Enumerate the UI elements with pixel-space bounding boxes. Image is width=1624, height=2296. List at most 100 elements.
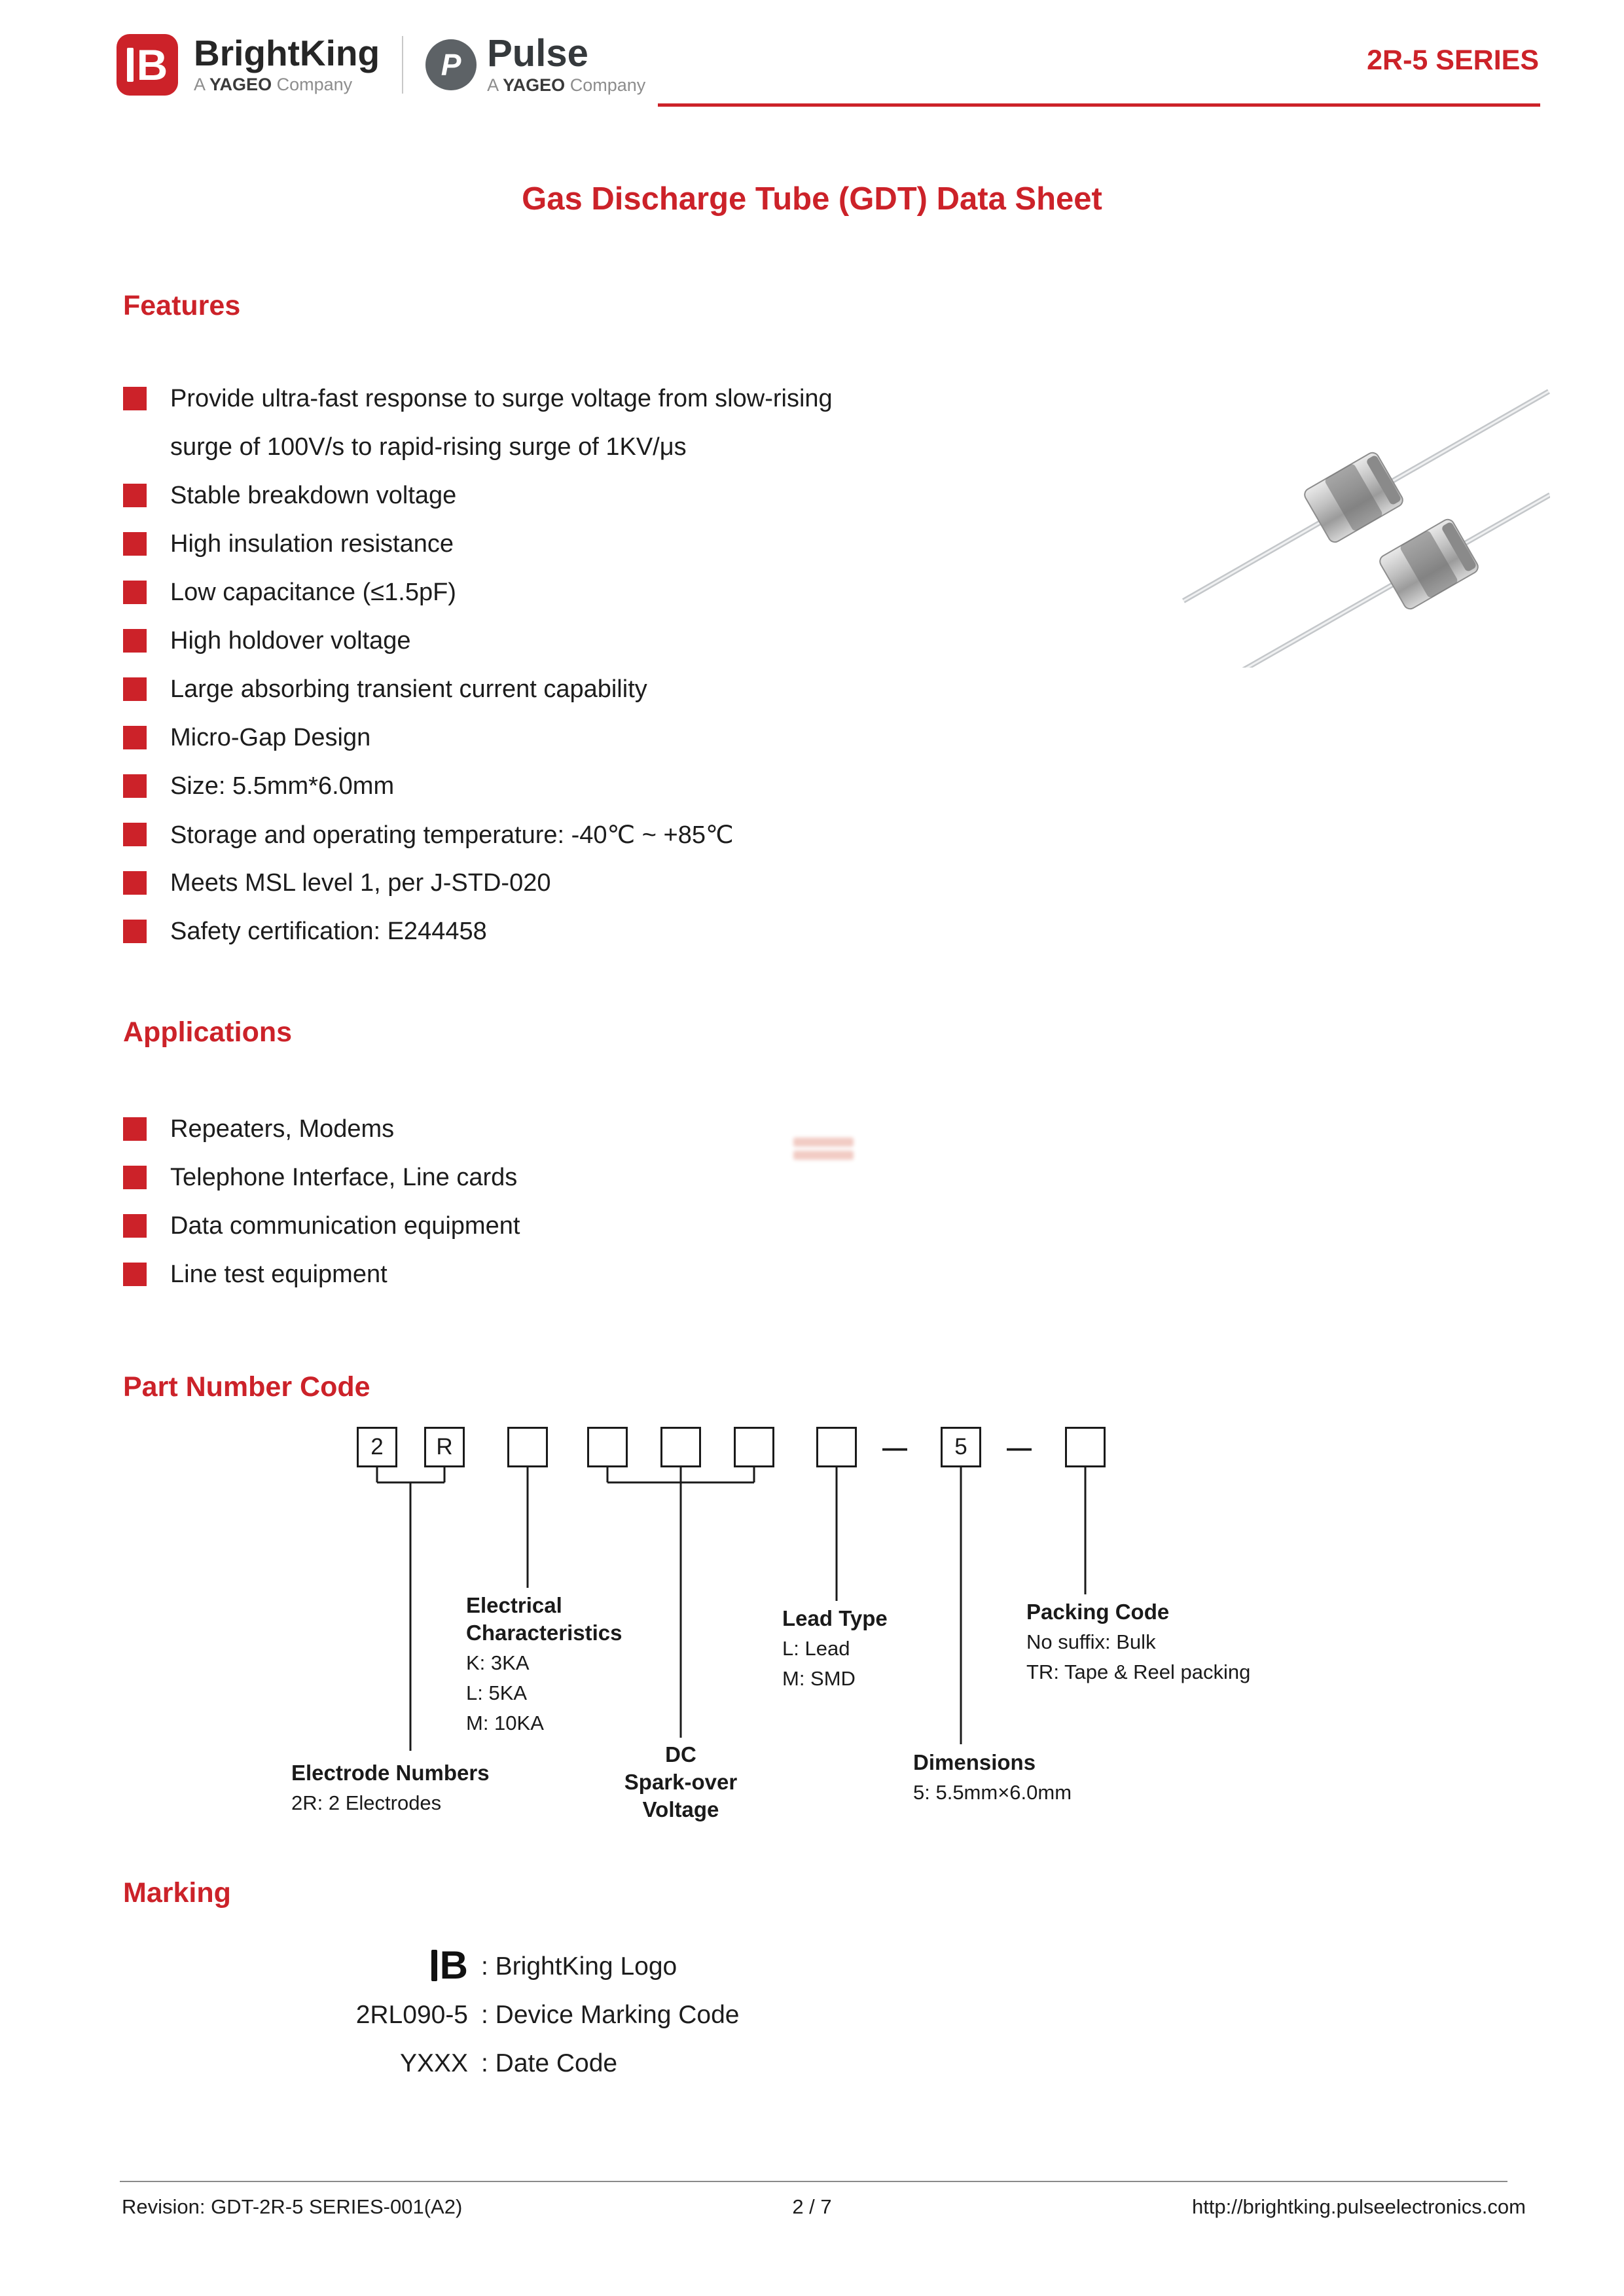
list-item: Repeaters, Modems <box>123 1105 1170 1153</box>
bullet-icon <box>123 1117 147 1141</box>
list-item: Data communication equipment <box>123 1202 1170 1250</box>
header: B BrightKing A YAGEO Company P Pulse A Y… <box>117 34 645 96</box>
application-text: Telephone Interface, Line cards <box>170 1163 518 1191</box>
features-heading: Features <box>123 290 241 321</box>
sub-suffix: Company <box>272 75 353 95</box>
sub-brand: YAGEO <box>503 75 566 95</box>
bullet-icon <box>123 871 147 895</box>
pn-dash: — <box>1007 1435 1032 1462</box>
glyph-bar <box>431 1950 437 1981</box>
sub-prefix: A <box>194 75 210 95</box>
bullet-icon <box>123 774 147 798</box>
label-line: 2R: 2 Electrodes <box>291 1791 442 1815</box>
bullet-icon <box>123 484 147 507</box>
pulse-brand-block: P Pulse A YAGEO Company <box>425 31 645 96</box>
feature-text: Meets MSL level 1, per J-STD-020 <box>170 869 551 897</box>
watermark-row <box>793 1151 854 1160</box>
bullet-icon <box>123 387 147 410</box>
pn-box-lead-type <box>816 1427 857 1467</box>
label-packing-code: Packing Code No suffix: Bulk TR: Tape & … <box>1026 1598 1308 1686</box>
part-number-connectors <box>376 1467 1087 1751</box>
brightking-marking-glyph-icon: B <box>431 1946 468 1985</box>
marking-logo-cell: B <box>308 1946 481 1988</box>
brightking-brand-block: BrightKing A YAGEO Company <box>194 34 380 96</box>
feature-text: Size: 5.5mm*6.0mm <box>170 772 395 800</box>
pn-box-packing <box>1065 1427 1106 1467</box>
bullet-icon <box>123 1166 147 1189</box>
list-item: Storage and operating temperature: -40℃ … <box>123 810 1170 859</box>
product-photo <box>1157 367 1551 677</box>
logo-divider <box>402 36 404 94</box>
page-title: Gas Discharge Tube (GDT) Data Sheet <box>522 181 1102 217</box>
part-number-diagram: 2 R — 5 — Electrical Characteristics K: … <box>262 1414 1296 1859</box>
label-line: K: 3KA <box>466 1651 530 1675</box>
features-list: Provide ultra-fast response to surge vol… <box>123 374 1170 956</box>
feature-text: Low capacitance (≤1.5pF) <box>170 578 456 606</box>
list-item: Size: 5.5mm*6.0mm <box>123 762 1170 810</box>
label-title: Electrical Characteristics <box>466 1593 623 1645</box>
marking-row-date-code: YXXX : Date Code <box>308 2039 740 2088</box>
marking-desc: : Device Marking Code <box>481 2001 740 2029</box>
list-item: High holdover voltage <box>123 617 1170 665</box>
glyph-letter: B <box>136 41 168 89</box>
list-item: Low capacitance (≤1.5pF) <box>123 568 1170 617</box>
label-title: Dimensions <box>913 1750 1036 1774</box>
brightking-subtitle: A YAGEO Company <box>194 75 380 95</box>
feature-text: Storage and operating temperature: -40℃ … <box>170 821 734 849</box>
label-lead-type: Lead Type L: Lead M: SMD <box>782 1605 952 1693</box>
bullet-icon <box>123 581 147 604</box>
bullet-icon <box>123 726 147 749</box>
marking-row-logo: B : BrightKing Logo <box>308 1943 740 1991</box>
list-item: Micro-Gap Design <box>123 713 1170 762</box>
pulse-glyph-letter: P <box>441 48 461 82</box>
list-item: High insulation resistance <box>123 520 1170 568</box>
pulse-text-block: Pulse A YAGEO Company <box>487 31 645 96</box>
list-item: Large absorbing transient current capabi… <box>123 665 1170 713</box>
label-line: M: SMD <box>782 1667 856 1691</box>
label-line: L: Lead <box>782 1637 850 1660</box>
header-rule <box>658 103 1540 107</box>
glyph-bar <box>126 48 134 82</box>
pn-box-electrode-r: R <box>424 1427 465 1467</box>
bullet-icon <box>123 823 147 846</box>
brightking-logo-icon: B <box>117 34 178 96</box>
bullet-icon <box>123 1214 147 1238</box>
label-electrode-numbers: Electrode Numbers 2R: 2 Electrodes <box>291 1759 553 1817</box>
label-title: Lead Type <box>782 1606 888 1630</box>
application-text: Data communication equipment <box>170 1211 520 1240</box>
bullet-icon <box>123 532 147 556</box>
label-line: TR: Tape & Reel packing <box>1026 1660 1251 1684</box>
label-title: Electrode Numbers <box>291 1761 490 1785</box>
marking-desc: : Date Code <box>481 2049 618 2077</box>
brightking-glyph-icon: B <box>126 41 168 89</box>
pn-box-electrical <box>507 1427 548 1467</box>
marking-code: 2RL090-5 <box>355 2001 468 2029</box>
marking-desc: : BrightKing Logo <box>481 1952 677 1981</box>
pulse-logo-icon: P <box>425 39 477 90</box>
pn-box-voltage-1 <box>587 1427 628 1467</box>
marking-block: B : BrightKing Logo 2RL090-5 : Device Ma… <box>308 1943 740 2088</box>
footer-url: http://brightking.pulseelectronics.com <box>1191 2195 1526 2218</box>
footer-revision: Revision: GDT-2R-5 SERIES-001(A2) <box>122 2195 463 2218</box>
part-number-heading: Part Number Code <box>123 1371 370 1403</box>
application-text: Line test equipment <box>170 1260 388 1288</box>
sub-suffix: Company <box>565 75 646 95</box>
feature-text: Micro-Gap Design <box>170 723 371 751</box>
pulse-subtitle: A YAGEO Company <box>487 75 645 96</box>
label-line: No suffix: Bulk <box>1026 1630 1156 1654</box>
marking-row-device-code: 2RL090-5 : Device Marking Code <box>308 1991 740 2039</box>
label-line: L: 5KA <box>466 1681 528 1705</box>
applications-list: Repeaters, Modems Telephone Interface, L… <box>123 1105 1170 1299</box>
watermark-row <box>793 1138 854 1147</box>
pn-box-dimensions: 5 <box>941 1427 981 1467</box>
label-dimensions: Dimensions 5: 5.5mm×6.0mm <box>913 1749 1149 1806</box>
label-line: 5: 5.5mm×6.0mm <box>913 1781 1072 1804</box>
pn-dash: — <box>882 1435 907 1462</box>
pulse-name: Pulse <box>487 31 588 75</box>
sub-prefix: A <box>487 75 503 95</box>
list-item-continuation: surge of 100V/s to rapid-rising surge of… <box>123 423 1170 471</box>
list-item: Meets MSL level 1, per J-STD-020 <box>123 859 1170 907</box>
list-item: Stable breakdown voltage <box>123 471 1170 520</box>
pn-box-voltage-3 <box>734 1427 774 1467</box>
